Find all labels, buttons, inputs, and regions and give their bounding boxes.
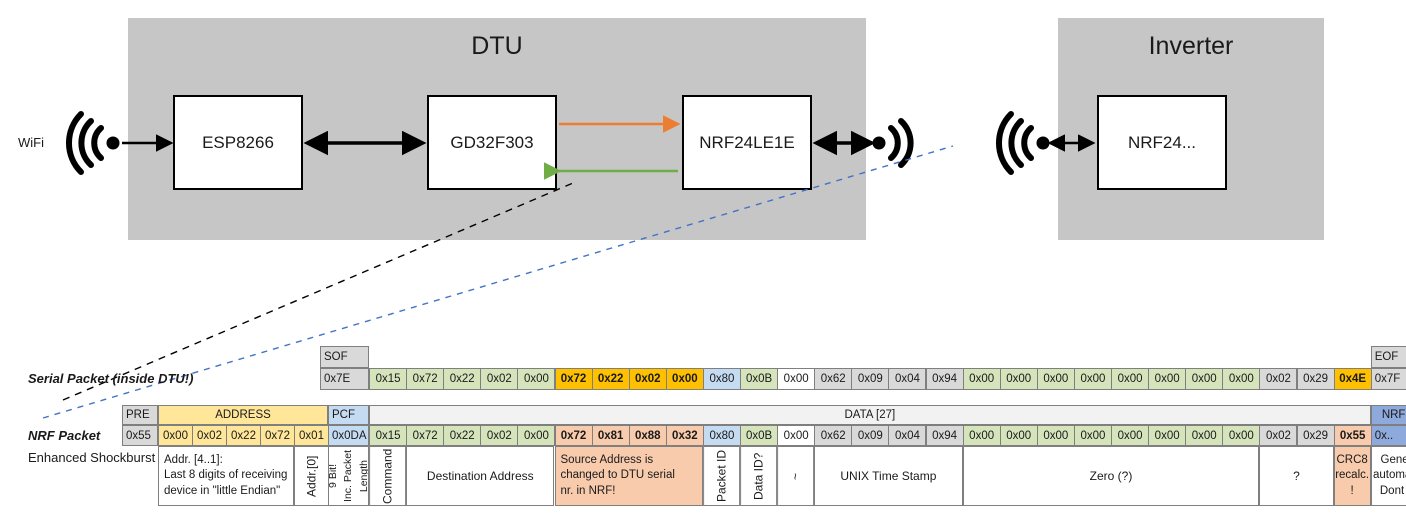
serial-byte-19: 0x00 <box>1073 368 1112 390</box>
desc-pcf-line-3: Length <box>357 459 369 493</box>
nrf-data-byte-5: 0x72 <box>554 425 593 446</box>
serial-byte-5: 0x72 <box>554 368 593 390</box>
nrf-data-byte-13: 0x09 <box>851 425 890 446</box>
nrf-crc-byte-0: 0x.. <box>1370 425 1406 446</box>
desc-pcf-line-1: 9 Bit! <box>328 464 340 488</box>
nrf-data-byte-6: 0x81 <box>591 425 630 446</box>
serial-byte-15: 0x94 <box>925 368 964 390</box>
nrf-data-byte-12: 0x62 <box>814 425 853 446</box>
desc-nrf-crc-note: Generatedautomatically.Dont Care! <box>1370 446 1406 506</box>
nrf-address-byte-0: 0x00 <box>158 425 193 446</box>
nrf-data-byte-21: 0x00 <box>1148 425 1187 446</box>
nrf-header-pcf: PCF <box>328 405 369 425</box>
serial-byte-0: 0x15 <box>369 368 408 390</box>
nrf-data-byte-15: 0x94 <box>925 425 964 446</box>
nrf-data-byte-11: 0x00 <box>777 425 816 446</box>
serial-byte-14: 0x04 <box>888 368 927 390</box>
serial-byte-24: 0x02 <box>1259 368 1298 390</box>
serial-byte-6: 0x22 <box>591 368 630 390</box>
nrf-data-byte-0: 0x15 <box>369 425 408 446</box>
serial-byte-2: 0x22 <box>443 368 482 390</box>
serial-byte-22: 0x00 <box>1185 368 1224 390</box>
serial-byte-12: 0x62 <box>814 368 853 390</box>
nrf-data-byte-14: 0x04 <box>888 425 927 446</box>
serial-byte-18: 0x00 <box>1036 368 1075 390</box>
nrf-address-byte-3: 0x72 <box>260 425 295 446</box>
serial-sof-value: 0x7E <box>320 368 369 390</box>
wifi-label: WiFi <box>18 135 44 150</box>
serial-eof-value: 0x7F <box>1370 368 1406 390</box>
desc-packet-id: Packet ID <box>702 446 740 506</box>
inverter-title: Inverter <box>1148 32 1234 60</box>
serial-byte-13: 0x09 <box>851 368 890 390</box>
chip-nrf24-label: NRF24... <box>1127 132 1197 152</box>
enhanced-shockburst-label: Enhanced Shockburst <box>28 450 156 465</box>
nrf-packet-label: NRF Packet <box>28 428 101 443</box>
nrf-address-byte-4: 0x01 <box>294 425 329 446</box>
nrf-address-byte-2: 0x22 <box>226 425 261 446</box>
serial-byte-26: 0x4E <box>1333 368 1372 390</box>
nrf-data-byte-17: 0x00 <box>999 425 1038 446</box>
desc-tilde: ~ <box>777 446 815 506</box>
desc-data-id: Data ID? <box>740 446 778 506</box>
nrf-header-pre: PRE <box>122 405 158 425</box>
nrf-header-address: ADDRESS <box>158 405 328 425</box>
nrf-data-byte-24: 0x02 <box>1259 425 1298 446</box>
desc-question: ? <box>1259 446 1334 506</box>
serial-byte-7: 0x02 <box>628 368 667 390</box>
desc-addr0: Addr.[0] <box>294 446 329 506</box>
serial-byte-17: 0x00 <box>999 368 1038 390</box>
nrf-data-byte-4: 0x00 <box>517 425 556 446</box>
nrf-data-byte-26: 0x55 <box>1333 425 1372 446</box>
serial-byte-10: 0x0B <box>740 368 779 390</box>
desc-unix-time-stamp: UNIX Time Stamp <box>814 446 963 506</box>
nrf-pcf-value: 0x0DA <box>328 425 369 446</box>
nrf-data-byte-3: 0x02 <box>480 425 519 446</box>
serial-byte-25: 0x29 <box>1296 368 1335 390</box>
nrf-data-byte-7: 0x88 <box>628 425 667 446</box>
chip-nrf24[interactable]: NRF24... <box>1097 95 1227 190</box>
nrf-data-byte-20: 0x00 <box>1111 425 1150 446</box>
serial-byte-16: 0x00 <box>962 368 1001 390</box>
desc-destination-address: Destination Address <box>406 446 555 506</box>
nrf-data-byte-8: 0x32 <box>665 425 704 446</box>
nrf-pre-value: 0x55 <box>122 425 158 446</box>
serial-byte-1: 0x72 <box>406 368 445 390</box>
serial-byte-9: 0x80 <box>702 368 741 390</box>
nrf-header-crc: NRF CRC <box>1370 405 1406 425</box>
serial-eof-header: EOF <box>1370 346 1406 368</box>
serial-byte-3: 0x02 <box>480 368 519 390</box>
serial-packet-label: Serial Packet (inside DTU!) <box>28 371 194 386</box>
nrf-data-byte-19: 0x00 <box>1073 425 1112 446</box>
serial-byte-4: 0x00 <box>517 368 556 390</box>
serial-byte-11: 0x00 <box>777 368 816 390</box>
nrf-data-byte-22: 0x00 <box>1185 425 1224 446</box>
desc-command: Command <box>369 446 407 506</box>
serial-sof-header: SOF <box>320 346 369 368</box>
serial-byte-8: 0x00 <box>665 368 704 390</box>
desc-zero: Zero (?) <box>962 446 1260 506</box>
serial-byte-21: 0x00 <box>1148 368 1187 390</box>
nrf-data-byte-9: 0x80 <box>702 425 741 446</box>
dtu-title: DTU <box>471 32 523 60</box>
serial-byte-20: 0x00 <box>1111 368 1150 390</box>
nrf-data-byte-23: 0x00 <box>1222 425 1261 446</box>
nrf-data-byte-1: 0x72 <box>406 425 445 446</box>
desc-pcf-line-2: Inc. Packet <box>342 450 355 502</box>
nrf-data-byte-25: 0x29 <box>1296 425 1335 446</box>
nrf-data-byte-10: 0x0B <box>740 425 779 446</box>
nrf-header-data: DATA [27] <box>369 405 1371 425</box>
nrf-data-byte-2: 0x22 <box>443 425 482 446</box>
nrf-address-byte-1: 0x02 <box>192 425 227 446</box>
serial-byte-23: 0x00 <box>1222 368 1261 390</box>
nrf-data-byte-16: 0x00 <box>962 425 1001 446</box>
nrf-data-byte-18: 0x00 <box>1036 425 1075 446</box>
